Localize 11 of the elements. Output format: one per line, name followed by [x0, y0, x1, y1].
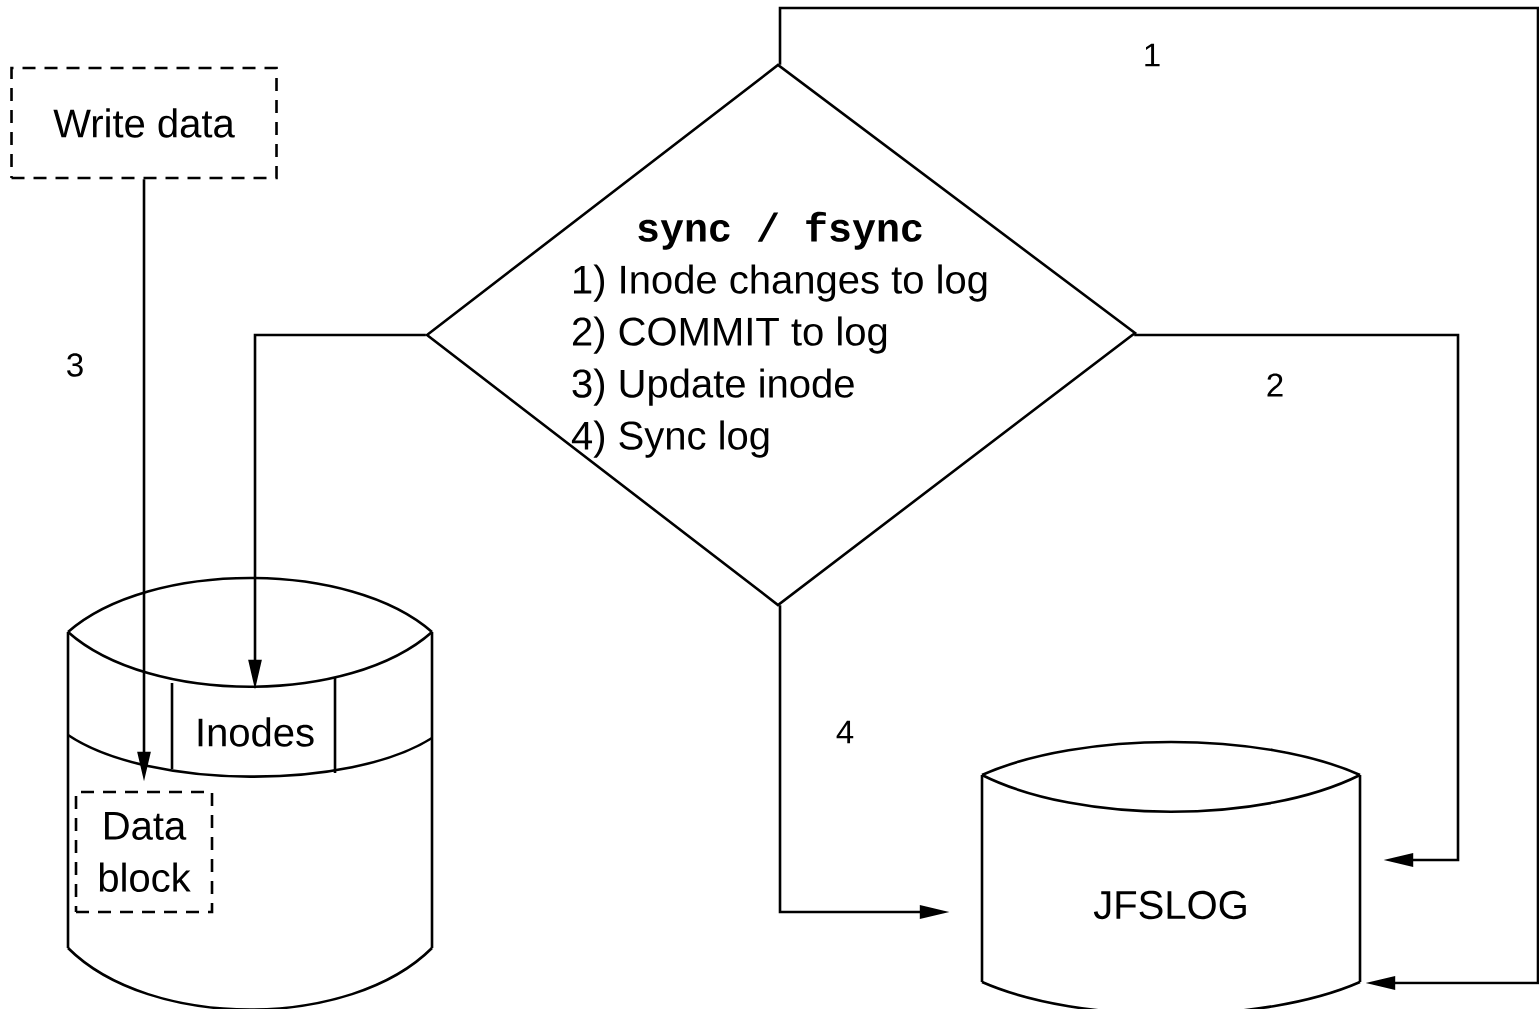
edge-label: 4 [833, 718, 857, 746]
arrow [778, 6, 1539, 990]
edge-label: 2 [1263, 371, 1287, 399]
data-block-box: Data block [74, 790, 214, 914]
inode-area: Inodes [170, 677, 337, 773]
disk-cylinder [66, 576, 434, 1009]
edge-label: 1 [1140, 41, 1164, 69]
process-box: Write data [10, 66, 278, 180]
log-cylinder: JFSLOG [980, 740, 1362, 1009]
edge-label: 3 [63, 351, 87, 379]
arrow [1134, 333, 1460, 867]
